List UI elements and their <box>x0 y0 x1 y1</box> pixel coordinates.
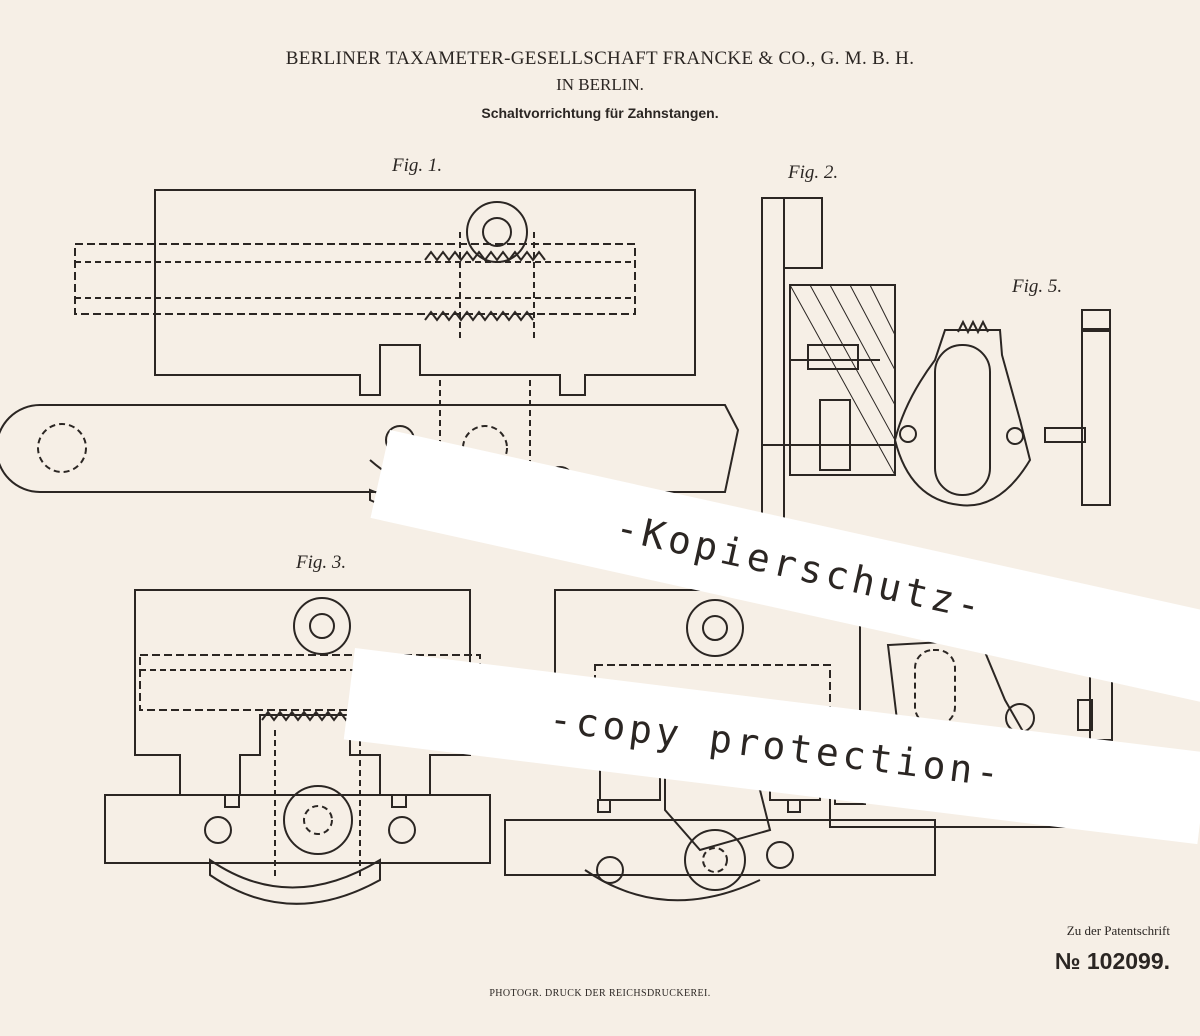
fig-1-drawing <box>0 190 738 521</box>
fig-4-drawing <box>505 590 935 900</box>
fig-6-drawing <box>830 640 1112 827</box>
fig-5-drawing <box>895 310 1110 505</box>
patent-number: № 102099. <box>1055 948 1170 975</box>
patent-note: Zu der Patentschrift <box>1067 923 1170 939</box>
printer-credit: PHOTOGR. DRUCK DER REICHSDRUCKEREI. <box>0 988 1200 999</box>
fig-3-drawing <box>105 590 490 904</box>
fig-2-drawing <box>762 198 895 528</box>
